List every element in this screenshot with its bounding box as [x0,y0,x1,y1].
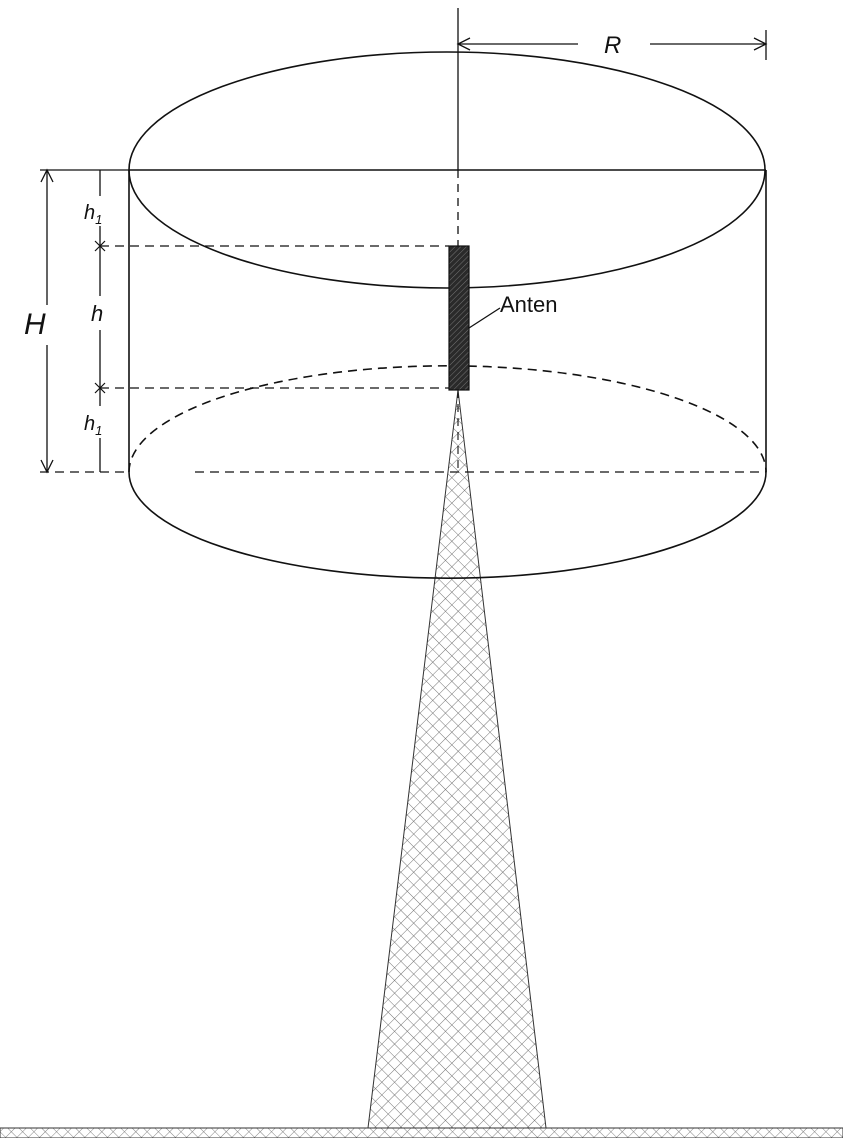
h1-top-label: h1 [84,202,102,227]
antenna-leader [468,307,501,329]
antenna-element [448,245,470,391]
radius-arrow-right [753,37,768,51]
tick-mark-bottom [94,382,106,394]
ground-strip [0,1127,843,1138]
h1-bottom-label: h1 [84,413,102,438]
cylinder-bottom-back-arc [128,365,767,473]
height-label: H [24,308,46,341]
mast-triangle [367,389,547,1129]
cylinder-bottom-front-arc [128,471,767,579]
radius-arrow-left [456,37,471,51]
tick-mark-top [94,240,106,252]
height-arrow-bottom [40,459,54,474]
antenna-label: Anten [500,292,558,317]
height-arrow-top [40,168,54,183]
h-label: h [91,301,103,326]
radius-label: R [604,32,621,59]
